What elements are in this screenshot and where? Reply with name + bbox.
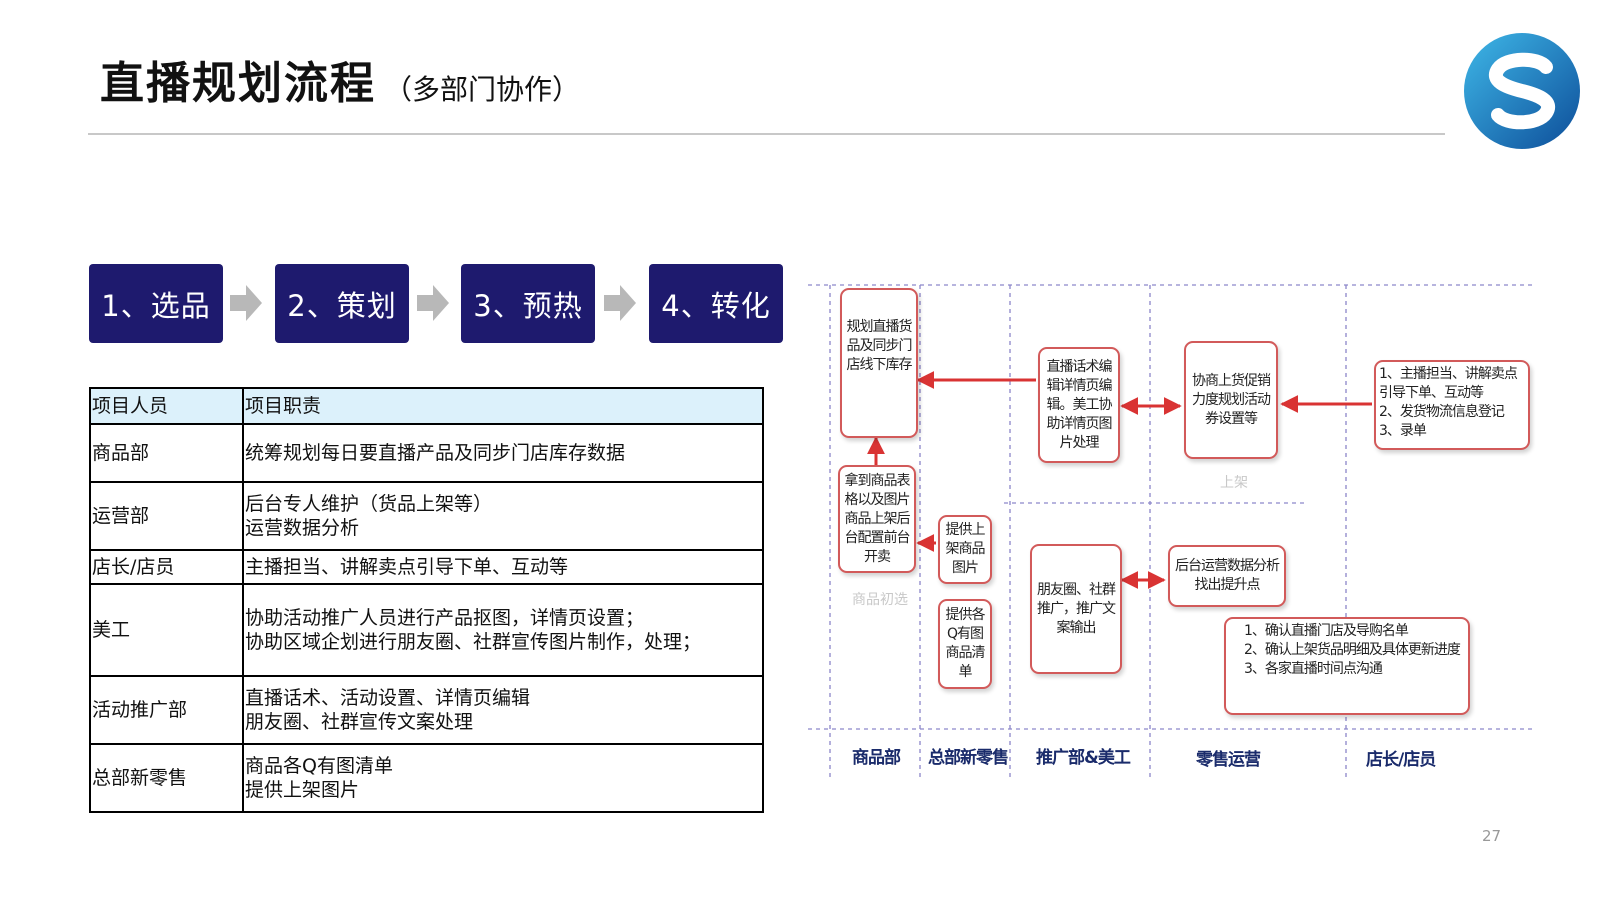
confirm-line: 1、确认直播门店及导购名单 [1244,623,1409,639]
role-cell: 美工 [89,583,244,677]
step-arrow-icon [417,285,449,321]
lane-dividers [804,284,1534,781]
step-arrow-icon [230,285,262,321]
company-logo [1464,33,1580,149]
page-subtitle: （多部门协作） [384,73,581,106]
table-row: 美工 协助活动推广人员进行产品抠图，详情页设置；协助区域企划进行朋友圈、社群宣传… [89,583,764,677]
duty-cell: 统筹规划每日要直播产品及同步门店库存数据 [242,423,764,483]
table-row: 店长/店员 主播担当、讲解卖点引导下单、互动等 [89,549,764,585]
role-cell: 店长/店员 [89,549,244,585]
step-convert: 4、转化 [649,264,783,343]
table-header-row: 项目人员 项目职责 [89,387,764,425]
step-arrow-icon [604,285,636,321]
box-confirm-list: 1、确认直播门店及导购名单 2、确认上架货品明细及具体更新进度 3、各家直播时间… [1224,617,1470,715]
lane-label: 店长/店员 [1366,750,1436,770]
host-line: 引导下单、互动等 [1379,385,1484,401]
confirm-line: 3、各家直播时间点沟通 [1244,661,1383,677]
role-cell: 商品部 [89,423,244,483]
duty-line: 主播担当、讲解卖点引导下单、互动等 [245,556,569,578]
note-select: 商品初选 [852,592,908,608]
table-row: 总部新零售 商品各Q有图清单提供上架图片 [89,743,764,813]
lane-label: 零售运营 [1196,750,1261,770]
duty-line: 协助活动推广人员进行产品抠图，详情页设置； [245,607,645,629]
swimlane-diagram: 规划直播货品及同步门店线下库存 拿到商品表格以及图片商品上架后台配置前台开卖 商… [804,275,1544,805]
swimlane-lines [804,284,1534,781]
role-cell: 总部新零售 [89,743,244,813]
duty-cell: 直播话术、活动设置、详情页编辑朋友圈、社群宣传文案处理 [242,675,764,745]
host-line: 2、发货物流信息登记 [1379,404,1505,420]
duty-cell: 主播担当、讲解卖点引导下单、互动等 [242,549,764,585]
table-header: 项目职责 [242,387,764,425]
box-get-products: 拿到商品表格以及图片商品上架后台配置前台开卖 [838,465,916,573]
title: 直播规划流程 （多部门协作） [100,62,580,106]
note-shelf: 上架 [1220,475,1248,491]
duty-cell: 后台专人维护（货品上架等）运营数据分析 [242,481,764,551]
lane-label: 推广部&美工 [1036,748,1131,768]
duty-line: 提供上架图片 [245,779,360,801]
table-header: 项目人员 [89,387,244,425]
step-select: 1、选品 [89,264,223,343]
box-host-duties: 1、主播担当、讲解卖点 引导下单、互动等 2、发货物流信息登记 3、录单 [1374,360,1530,450]
page-number: 27 [1482,827,1502,845]
duty-cell: 商品各Q有图清单提供上架图片 [242,743,764,813]
table-row: 运营部 后台专人维护（货品上架等）运营数据分析 [89,481,764,551]
box-script-edit: 直播话术编辑详情页编辑。美工协助详情页图片处理 [1038,347,1120,463]
box-plan-inventory: 规划直播货品及同步门店线下库存 [840,288,918,438]
duty-line: 统筹规划每日要直播产品及同步门店库存数据 [245,442,626,464]
lane-label: 总部新零售 [928,748,1009,768]
step-warmup: 3、预热 [461,264,595,343]
duty-line: 直播话术、活动设置、详情页编辑 [245,687,531,709]
duty-line: 朋友圈、社群宣传文案处理 [245,711,474,733]
box-provide-list: 提供各Q有图商品清单 [938,599,992,689]
box-provide-images: 提供上架商品图片 [938,515,992,584]
duty-cell: 协助活动推广人员进行产品抠图，详情页设置；协助区域企划进行朋友圈、社群宣传图片制… [242,583,764,677]
box-data-analysis: 后台运营数据分析找出提升点 [1168,545,1286,607]
page-title: 直播规划流程 [100,58,376,109]
duty-line: 协助区域企划进行朋友圈、社群宣传图片制作，处理； [245,631,702,653]
duty-line: 后台专人维护（货品上架等） [245,493,493,515]
table-row: 活动推广部 直播话术、活动设置、详情页编辑朋友圈、社群宣传文案处理 [89,675,764,745]
role-cell: 活动推广部 [89,675,244,745]
duty-line: 运营数据分析 [245,517,360,539]
lane-label: 商品部 [852,748,901,768]
step-plan: 2、策划 [275,264,409,343]
box-social-promo: 朋友圈、社群推广，推广文案输出 [1030,544,1122,674]
host-line: 3、录单 [1379,423,1427,439]
confirm-line: 2、确认上架货品明细及具体更新进度 [1244,642,1461,658]
flow-arrows [867,371,1372,589]
title-divider [88,133,1445,135]
duty-line: 商品各Q有图清单 [245,755,393,777]
table-row: 商品部 统筹规划每日要直播产品及同步门店库存数据 [89,423,764,483]
role-cell: 运营部 [89,481,244,551]
roles-table: 项目人员 项目职责 商品部 统筹规划每日要直播产品及同步门店库存数据 运营部 后… [89,387,764,813]
host-line: 1、主播担当、讲解卖点 [1379,366,1518,382]
box-coordinate: 协商上货促销力度规划活动券设置等 [1184,341,1278,459]
